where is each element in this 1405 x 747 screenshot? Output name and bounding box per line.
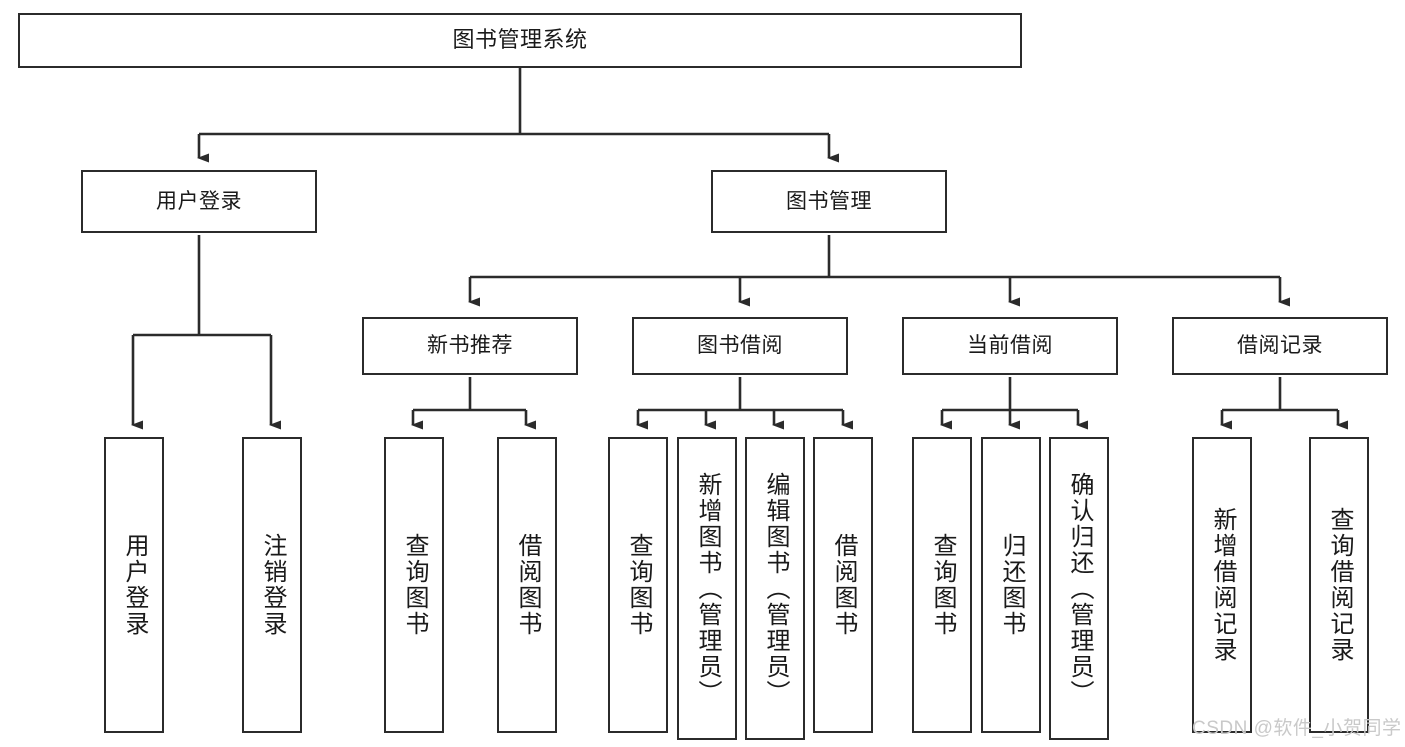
node-label: 图书管理系统 — [452, 27, 588, 53]
leaf-borrow-query-book[interactable]: 查询图书 — [608, 437, 668, 733]
node-label: 图书管理 — [786, 189, 872, 213]
node-label: 注销登录 — [259, 533, 286, 637]
node-user-login[interactable]: 用户登录 — [81, 170, 317, 233]
leaf-new-book-borrow[interactable]: 借阅图书 — [497, 437, 557, 733]
node-label: 当前借阅 — [967, 334, 1053, 358]
leaf-current-confirm-return-admin[interactable]: 确认归还（管理员） — [1049, 437, 1109, 740]
node-label: 借阅图书 — [830, 533, 857, 637]
node-borrow-record[interactable]: 借阅记录 — [1172, 317, 1388, 375]
leaf-user-login-signout[interactable]: 注销登录 — [242, 437, 302, 733]
node-label: 确认归还（管理员） — [1066, 471, 1093, 706]
node-label: 新增图书（管理员） — [694, 471, 721, 706]
node-current-borrow[interactable]: 当前借阅 — [902, 317, 1118, 375]
node-label: 新增借阅记录 — [1209, 507, 1236, 663]
leaf-current-query-book[interactable]: 查询图书 — [912, 437, 972, 733]
node-label: 编辑图书（管理员） — [762, 471, 789, 706]
node-label: 查询图书 — [929, 533, 956, 637]
node-label: 新书推荐 — [427, 334, 513, 358]
node-new-book-recommend[interactable]: 新书推荐 — [362, 317, 578, 375]
node-label: 查询图书 — [625, 533, 652, 637]
leaf-borrow-edit-book-admin[interactable]: 编辑图书（管理员） — [745, 437, 805, 740]
node-book-borrow[interactable]: 图书借阅 — [632, 317, 848, 375]
leaf-new-book-query[interactable]: 查询图书 — [384, 437, 444, 733]
node-root-system[interactable]: 图书管理系统 — [18, 13, 1022, 68]
leaf-borrow-borrow-book[interactable]: 借阅图书 — [813, 437, 873, 733]
leaf-borrow-add-book-admin[interactable]: 新增图书（管理员） — [677, 437, 737, 740]
node-label: 用户登录 — [156, 189, 242, 213]
leaf-current-return-book[interactable]: 归还图书 — [981, 437, 1041, 733]
node-label: 查询借阅记录 — [1326, 507, 1353, 663]
node-label: 借阅记录 — [1237, 334, 1323, 358]
node-label: 归还图书 — [998, 533, 1025, 637]
leaf-user-login-signin[interactable]: 用户登录 — [104, 437, 164, 733]
node-label: 借阅图书 — [514, 533, 541, 637]
csdn-watermark: CSDN @软件_小贺同学 — [1192, 718, 1402, 739]
leaf-record-add-record[interactable]: 新增借阅记录 — [1192, 437, 1252, 733]
node-label: 图书借阅 — [697, 334, 783, 358]
leaf-record-query-record[interactable]: 查询借阅记录 — [1309, 437, 1369, 733]
node-label: 查询图书 — [401, 533, 428, 637]
node-label: 用户登录 — [121, 533, 148, 637]
node-book-management[interactable]: 图书管理 — [711, 170, 947, 233]
